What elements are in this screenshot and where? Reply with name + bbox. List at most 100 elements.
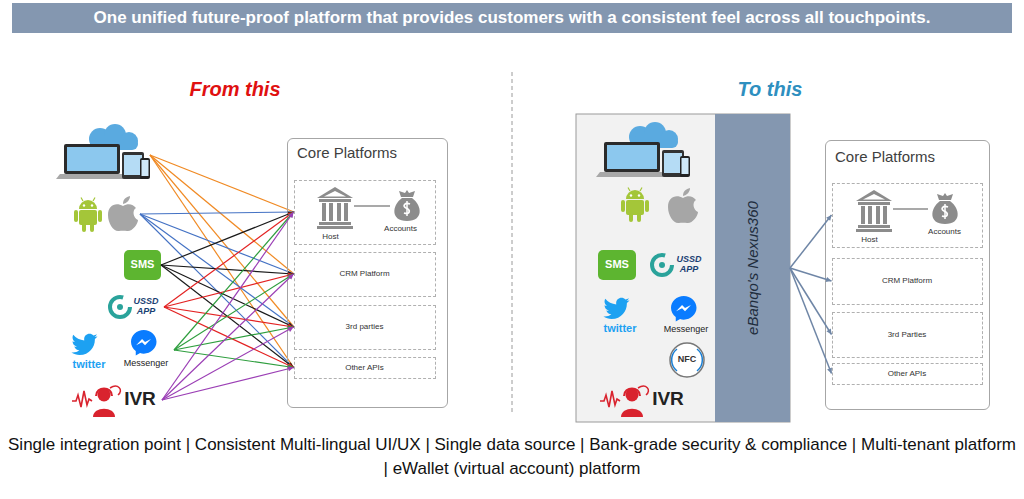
ivr-person-icon [600,386,648,417]
bank-icon [856,190,892,232]
connector [174,274,294,350]
platform-box: HostAccounts [294,180,436,245]
sms-icon: SMS [598,250,636,280]
connector [161,212,294,265]
title-banner: One unified future-proof platform that p… [12,3,1012,33]
link-line [893,208,928,210]
messenger-icon: Messenger [658,294,714,338]
section-label: From this [170,78,300,101]
connector-line [161,265,294,274]
channel-panel [576,114,790,422]
platform-box: 3rd Parties [832,312,983,358]
money-bag-icon [394,190,419,221]
connector-line [161,265,294,327]
connector-line [162,274,294,400]
node-label: Other APIs [833,370,982,379]
connector-line [162,212,294,400]
node-label: USSD APP [672,255,706,275]
node-label: IVR [118,389,162,410]
connector [174,325,294,350]
ussd-ring [110,297,130,317]
channel-wire [150,155,294,368]
connector-line [164,307,294,368]
connector [174,350,294,369]
core-platforms-box: Core PlatformsHostAccountsCRM Platform 3r… [825,140,990,410]
devices-icon [56,124,150,179]
node-label: Core Platforms [835,149,985,166]
node-label: CRM Platform [295,270,435,279]
node-label: SMS [598,258,636,270]
connector [161,265,294,327]
ussd-icon: USSD APP [108,292,164,322]
android-icon [74,198,102,233]
node-label: twitter [596,322,644,334]
channel-wires [140,155,294,368]
platform-box: Other APIs [832,363,983,385]
connector [164,307,294,329]
channel-wire [140,214,294,368]
twitter-icon: twitter [596,296,644,336]
connector-line [164,212,294,307]
channel-wire [140,212,294,214]
connector-line [174,327,294,350]
ivr-icon: IVR [70,384,162,416]
ivr-person-icon [72,386,120,417]
node-label: CRM Platform [833,277,982,286]
ussd-ring [652,255,672,275]
node-label: USSD APP [130,297,162,317]
connector [164,307,294,368]
channel-wire [150,155,294,327]
connector-line [164,307,294,327]
ivr-icon: IVR [598,384,690,416]
node-label: Other APIs [295,364,435,373]
link-line [354,205,390,207]
node-label: 3rd Parties [833,331,982,340]
node-label: 3rd parties [295,323,435,332]
connector [162,274,294,400]
node-label: NFC [668,355,706,365]
channel-wire [140,214,294,274]
connector [162,366,294,400]
ussd-icon: USSD APP [650,250,708,280]
ussd-dot [659,262,665,268]
connector-line [161,212,294,265]
connector-line [162,368,294,401]
channel-wire [140,214,294,327]
caption-text: Single integration point | Consistent Mu… [8,433,1016,481]
platform-box: 3rd parties [294,305,436,350]
node-label: Messenger [118,359,174,369]
messenger-bubble-icon [131,330,157,356]
sms-icon: SMS [124,250,161,280]
core-platforms-box: Core PlatformsHostAccountsCRM Platform3r… [287,138,448,408]
node-label: IVR [646,389,690,410]
section-label: To this [705,78,835,101]
node-label: eBanqo's Nexus360 [744,201,761,335]
ussd-dot [117,304,123,310]
connector-line [174,274,294,350]
android-icon [621,188,649,223]
connector [174,212,294,350]
twitter-icon: twitter [66,332,112,372]
connector [164,273,294,307]
nfc-icon: NFC [668,342,706,378]
connector [164,212,294,307]
messenger-icon: Messenger [118,328,174,372]
platform-box: CRM Platform [294,252,436,297]
nexus-bar: eBanqo's Nexus360 [715,114,790,422]
nfc-wave [672,349,677,371]
platform-box: HostAccounts [832,183,983,248]
devices-icon [596,122,690,177]
channel-wire [150,155,294,274]
platform-box: Other APIs [294,357,436,379]
connector [161,265,294,368]
platform-box: CRM Platform [832,258,983,305]
node-label: Accounts [919,228,971,237]
messenger-bubble-icon [671,296,697,322]
connector-line [161,265,294,368]
connector-line [174,212,294,350]
node-label: Messenger [658,325,714,335]
connector [162,212,294,400]
connector [162,327,294,400]
bank-icon [317,187,353,229]
